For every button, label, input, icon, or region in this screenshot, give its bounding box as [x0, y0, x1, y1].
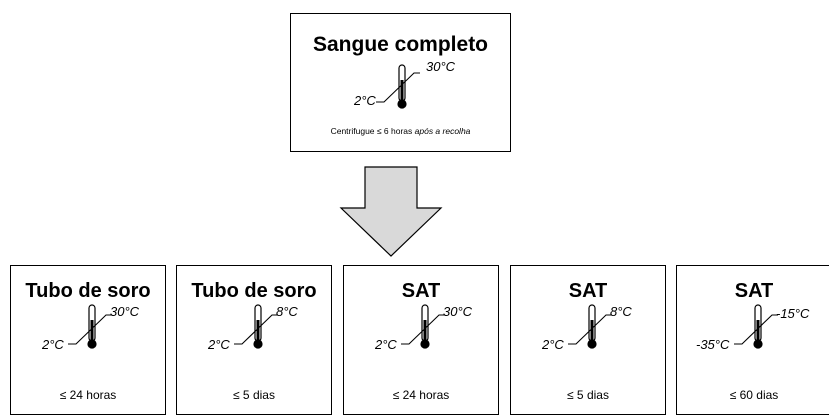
high-temperature-label: 30°C	[443, 304, 473, 319]
high-temperature-label: 30°C	[110, 304, 140, 319]
storage-box-sat-30: SAT 30°C 2°C ≤ 24 horas	[343, 265, 499, 415]
temperature-range-line	[401, 314, 445, 345]
storage-box-sat-8: SAT 8°C 2°C ≤ 5 dias	[510, 265, 666, 415]
thermometer-icon	[253, 304, 263, 349]
storage-box-serum-tube-30: Tubo de soro 30°C 2°C ≤ 24 horas	[10, 265, 166, 415]
storage-box-title: SAT	[734, 280, 774, 302]
temperature-range-line	[568, 314, 612, 345]
thermometer-icon	[420, 304, 430, 349]
high-temperature-label: 8°C	[276, 304, 298, 319]
temperature-range-line	[376, 72, 420, 103]
storage-box-sat-minus15: SAT -15°C -35°C ≤ 60 dias	[676, 265, 829, 415]
thermometer-icon	[397, 64, 407, 109]
storage-box-title: SAT	[568, 280, 608, 302]
storage-duration: ≤ 5 dias	[233, 388, 275, 402]
low-temperature-label: 2°C	[42, 337, 64, 352]
whole-blood-title: Sangue completo	[312, 33, 489, 56]
low-temperature-label: 2°C	[542, 337, 564, 352]
thermometer-icon	[87, 304, 97, 349]
low-temperature-label: 2°C	[208, 337, 230, 352]
storage-box-title: SAT	[401, 280, 441, 302]
high-temperature-label: -15°C	[776, 306, 810, 321]
low-temperature-label: 2°C	[354, 93, 376, 108]
high-temperature-label: 30°C	[426, 59, 456, 74]
storage-duration: ≤ 24 horas	[392, 388, 450, 402]
low-temperature-label: -35°C	[696, 337, 730, 352]
temperature-range-line	[234, 314, 278, 345]
down-arrow-icon	[339, 166, 443, 257]
low-temperature-label: 2°C	[375, 337, 397, 352]
temperature-range-line	[68, 314, 112, 345]
thermometer-icon	[587, 304, 597, 349]
storage-duration: ≤ 60 dias	[729, 388, 779, 402]
storage-box-title: Tubo de soro	[191, 280, 317, 302]
storage-duration: ≤ 24 horas	[59, 388, 117, 402]
thermometer-icon	[753, 304, 763, 349]
whole-blood-box: Sangue completo 30°C 2°C Centrifugue ≤ 6…	[290, 13, 511, 152]
storage-box-serum-tube-8: Tubo de soro 8°C 2°C ≤ 5 dias	[176, 265, 332, 415]
storage-box-title: Tubo de soro	[25, 280, 151, 302]
centrifuge-note: Centrifugue ≤ 6 horas após a recolha	[330, 126, 471, 136]
temperature-range-line	[734, 314, 778, 345]
storage-duration: ≤ 5 dias	[567, 388, 609, 402]
high-temperature-label: 8°C	[610, 304, 632, 319]
